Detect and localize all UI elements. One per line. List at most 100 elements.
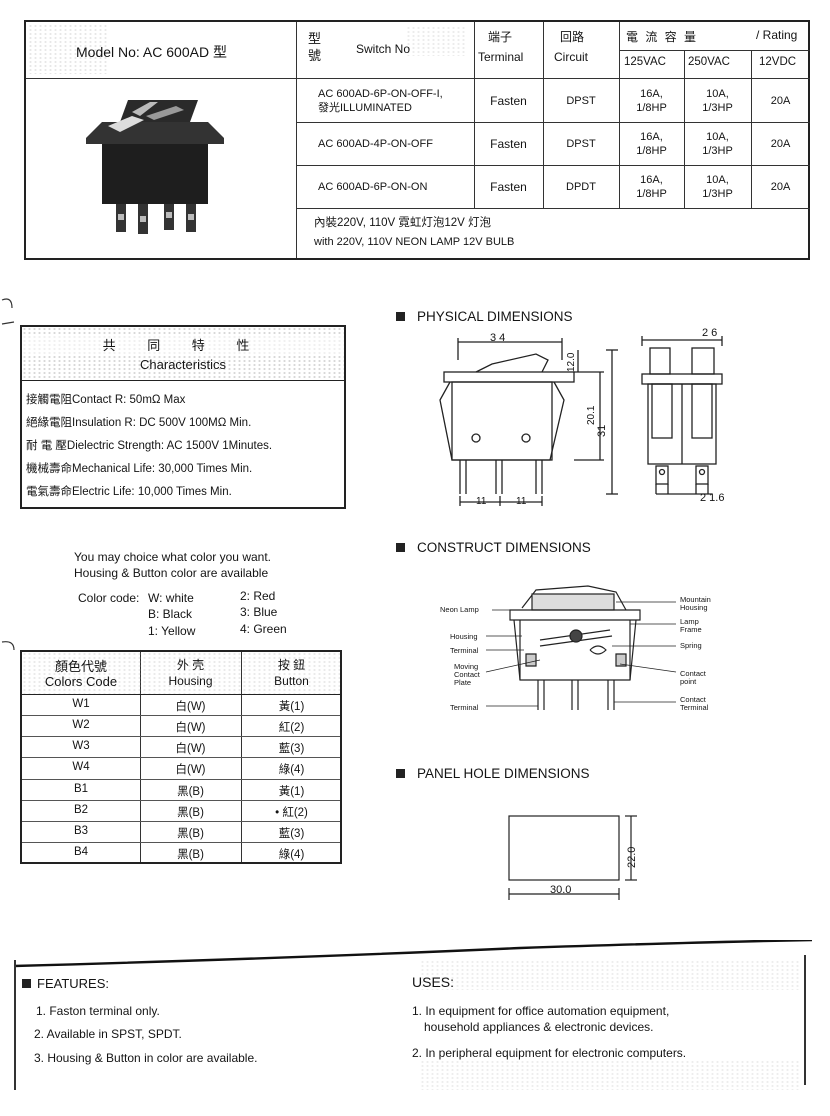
label-moving-3: Plate <box>454 678 472 687</box>
divider <box>296 78 810 79</box>
rating-col-cn: 電 流 容 量 <box>626 30 699 44</box>
label-moving-1: Moving <box>454 662 479 671</box>
housing-header-cn: 外 壳 <box>176 658 205 672</box>
divider <box>22 757 340 758</box>
square-bullet-icon <box>22 979 31 988</box>
table-cell-125: 16A,1/8HP <box>636 88 667 114</box>
divider <box>474 22 475 208</box>
model-label: Model No: AC 600AD 型 <box>76 44 227 60</box>
label-mountain-2: Housing <box>680 603 708 612</box>
char-insulation-r: 絕緣電阻Insulation R: DC 500V 100MΩ Min. <box>26 417 252 429</box>
dim-31: 31 <box>596 424 608 437</box>
table-cell-terminal: Fasten <box>490 179 527 194</box>
print-texture <box>420 960 800 990</box>
panel-hole-drawing <box>508 815 637 900</box>
label-terminal-2: Terminal <box>450 703 479 712</box>
table-cell: 黃(1) <box>278 701 305 713</box>
terminal-col-cn: 端子 <box>488 30 513 44</box>
switch-col-header: Switch No <box>356 42 411 56</box>
table-cell: 藍(3) <box>278 828 305 840</box>
label-neon-lamp: Neon Lamp <box>440 605 479 614</box>
table-cell-circuit: DPST <box>566 95 596 107</box>
table-cell: 黑(B) <box>177 807 204 819</box>
colors-code-header: Colors Code <box>44 674 118 689</box>
construct-dimensions-heading: CONSTRUCT DIMENSIONS <box>396 540 591 555</box>
table-cell-250: 10A,1/3HP <box>702 173 733 200</box>
table-row-switch: AC 600AD-4P-ON-OFF <box>318 137 433 150</box>
note-cn: 內裝220V, 110V 霓虹灯泡12V 灯泡 <box>314 217 492 229</box>
code-black: B: Black <box>148 607 193 621</box>
table-cell: B4 <box>73 846 89 858</box>
divider <box>22 800 340 801</box>
table-cell: W1 <box>72 698 90 710</box>
label-ct-2: Terminal <box>680 703 709 712</box>
divider <box>296 208 810 209</box>
dim-34: 3 4 <box>490 332 506 344</box>
divider <box>22 694 340 695</box>
button-header: Button <box>274 674 309 688</box>
code-yellow: 1: Yellow <box>148 624 196 638</box>
table-cell: 綠(4) <box>278 849 305 861</box>
dim-21-6: 2 1.6 <box>700 492 725 504</box>
color-code-label: Color code: <box>78 591 140 605</box>
use-1-cont: household appliances & electronic device… <box>424 1020 654 1034</box>
table-cell: 紅(2) <box>278 722 305 734</box>
uses-heading: USES: <box>412 974 455 990</box>
divider <box>22 821 340 822</box>
scan-mark <box>1 298 15 651</box>
divider <box>296 165 810 166</box>
table-cell-12: 20A <box>770 180 791 193</box>
char-dielectric: 耐 電 壓Dielectric Strength: AC 1500V 1Minu… <box>26 440 273 452</box>
table-cell: W2 <box>72 719 90 731</box>
feature-2: 2. Available in SPST, SPDT. <box>34 1027 182 1041</box>
color-code-table: 顏色代號 Colors Code 外 壳 Housing 按 鈕 Button … <box>20 650 342 864</box>
table-cell: W3 <box>72 740 90 752</box>
colors-code-header-cn: 顏色代號 <box>54 659 107 674</box>
label-lamp-2: Frame <box>680 625 702 634</box>
spec-table: Model No: AC 600AD 型 型 號 Switch No 端子 Te… <box>24 20 810 260</box>
divider <box>296 122 810 123</box>
divider <box>296 22 297 258</box>
table-cell-12: 20A <box>770 95 791 107</box>
physical-dimensions-drawing <box>439 336 723 506</box>
table-cell-125: 16A,1/8HP <box>636 130 667 157</box>
divider <box>751 50 752 208</box>
table-cell-250: 10A,1/3HP <box>702 88 733 114</box>
table-cell: 黑(B) <box>177 828 204 840</box>
table-cell: 白(W) <box>175 722 206 734</box>
characteristics-header: 共 同 特 性 Characteristics <box>22 327 344 381</box>
table-cell: 黑(B) <box>177 849 204 861</box>
divider <box>22 736 340 737</box>
square-bullet-icon <box>396 769 405 778</box>
table-cell: 白(W) <box>175 701 206 713</box>
rating-col-header: / Rating <box>756 28 798 42</box>
table-cell-circuit: DPDT <box>566 180 596 193</box>
sub-125vac: 125VAC <box>624 56 666 68</box>
print-texture <box>28 24 108 74</box>
table-cell: B2 <box>73 804 89 816</box>
table-cell-circuit: DPST <box>566 137 596 150</box>
switch-col-cn: 型 號 <box>308 31 322 63</box>
use-1: 1. In equipment for office automation eq… <box>412 1004 670 1018</box>
char-electric-life: 電氣壽命Electric Life: 10,000 Times Min. <box>26 486 232 498</box>
use-2: 2. In peripheral equipment for electroni… <box>412 1046 687 1060</box>
label-contact-1: Contact <box>680 669 706 678</box>
table-row-switch: AC 600AD-6P-ON-OFF-I, 發光ILLUMINATED <box>318 88 443 114</box>
construct-drawing <box>485 585 677 710</box>
table-cell: B3 <box>73 825 89 837</box>
rocker-switch-image <box>86 100 224 234</box>
label-ct-1: Contact <box>680 695 706 704</box>
char-contact-r: 接觸電阻Contact R: 50mΩ Max <box>26 394 186 406</box>
code-green: 4: Green <box>240 622 287 636</box>
table-cell: • 紅(2) <box>275 807 308 819</box>
terminal-col-header: Terminal <box>478 50 524 64</box>
char-mechanical-life: 機械壽命Mechanical Life: 30,000 Times Min. <box>26 463 253 475</box>
square-bullet-icon <box>396 312 405 321</box>
table-cell: 綠(4) <box>278 764 305 776</box>
dim-26: 2 6 <box>702 327 718 339</box>
divider <box>26 78 296 79</box>
table-cell: 白(W) <box>175 764 206 776</box>
table-cell: 黃(1) <box>278 786 305 798</box>
label-terminal: Terminal <box>450 646 479 655</box>
panel-width: 30.0 <box>550 884 572 896</box>
